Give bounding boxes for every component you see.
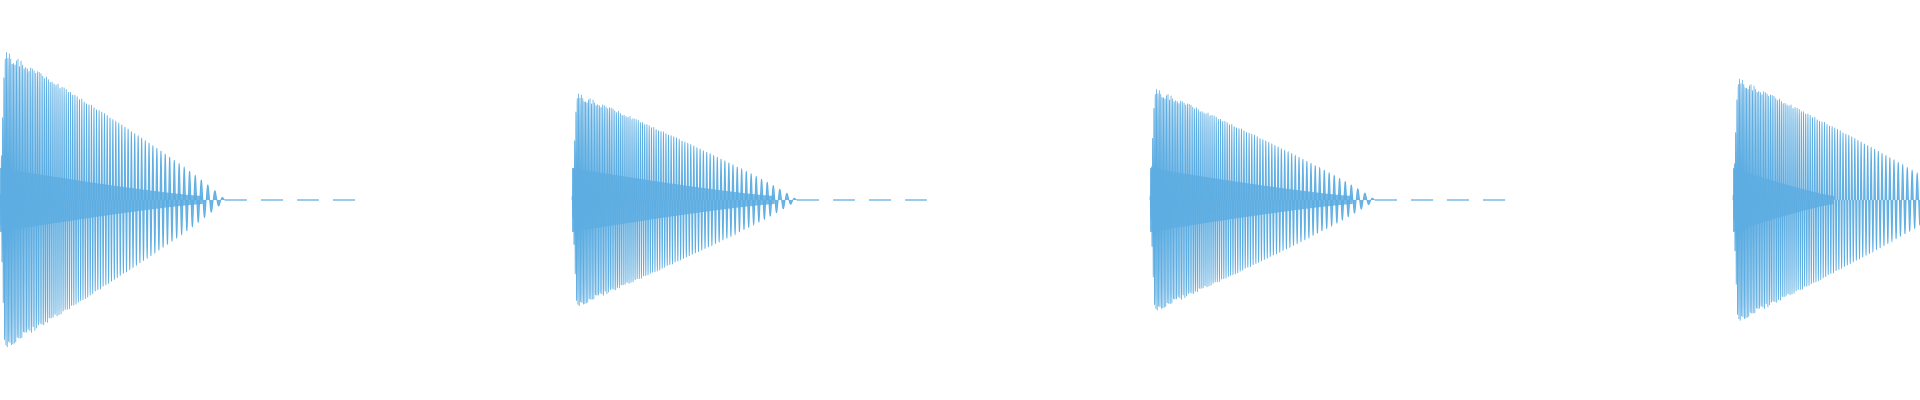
waveform-hit-4 [1732, 78, 1920, 321]
waveform-core [1733, 168, 1835, 232]
waveform-hit-2 [571, 93, 927, 306]
waveform-hit-1 [0, 52, 355, 348]
waveform-hit-3 [1149, 89, 1505, 311]
waveform-core [572, 168, 775, 232]
waveform-core [0, 168, 203, 232]
waveform-core [1150, 168, 1353, 232]
